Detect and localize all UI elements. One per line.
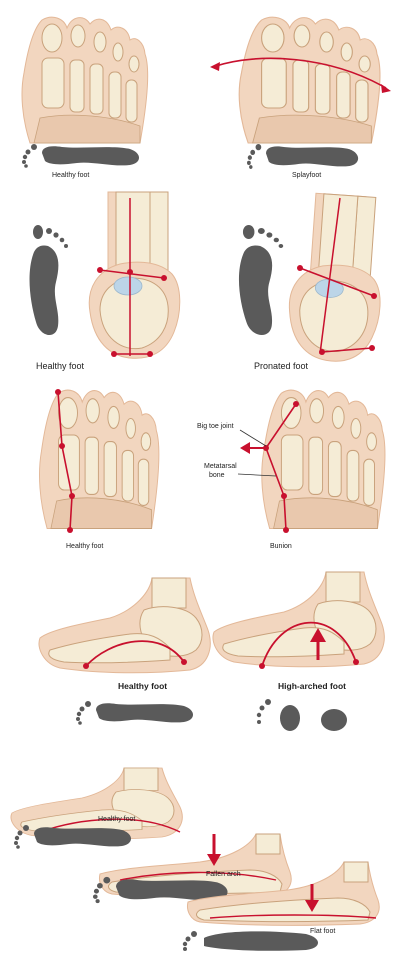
healthy-toes-illustration bbox=[22, 17, 148, 143]
fallen-arch-label: Fallen arch bbox=[206, 871, 241, 878]
bunion-illustration bbox=[262, 390, 385, 528]
splayfoot-footprint bbox=[247, 144, 358, 169]
pronated-ankle-illustration bbox=[286, 192, 388, 364]
healthy-footprint-vertical bbox=[30, 225, 68, 335]
healthy-bunion-compare-label: Healthy foot bbox=[66, 543, 103, 550]
pronated-footprint-vertical bbox=[239, 225, 283, 335]
high-arched-illustration bbox=[213, 572, 384, 667]
healthy-arch-label: Healthy foot bbox=[118, 681, 167, 691]
flat-foot-label: Flat foot bbox=[310, 928, 335, 935]
metatarsal-label-line2: bone bbox=[209, 472, 225, 479]
metatarsal-label: Metatarsal bbox=[204, 463, 237, 470]
healthy-ankle-label: Healthy foot bbox=[36, 361, 84, 371]
healthy-toes-label: Healthy foot bbox=[52, 172, 89, 179]
splayfoot-label: Splayfoot bbox=[292, 172, 321, 179]
high-arched-footprint bbox=[257, 699, 347, 731]
flat-foot-footprint bbox=[183, 931, 318, 951]
healthy-arch-footprint bbox=[76, 701, 193, 725]
healthy-bunion-compare-illustration bbox=[40, 390, 159, 528]
healthy-arch-illustration bbox=[39, 578, 210, 673]
big-toe-joint-label: Big toe joint bbox=[197, 423, 234, 430]
pronated-ankle-label: Pronated foot bbox=[254, 361, 308, 371]
splayfoot-illustration bbox=[239, 17, 380, 143]
healthy-toes-footprint bbox=[22, 144, 139, 168]
bunion-label: Bunion bbox=[270, 543, 292, 550]
healthy-ankle-illustration bbox=[89, 192, 180, 358]
high-arched-label: High-arched foot bbox=[278, 681, 346, 691]
healthy-flat-compare-label: Healthy foot bbox=[98, 816, 135, 823]
